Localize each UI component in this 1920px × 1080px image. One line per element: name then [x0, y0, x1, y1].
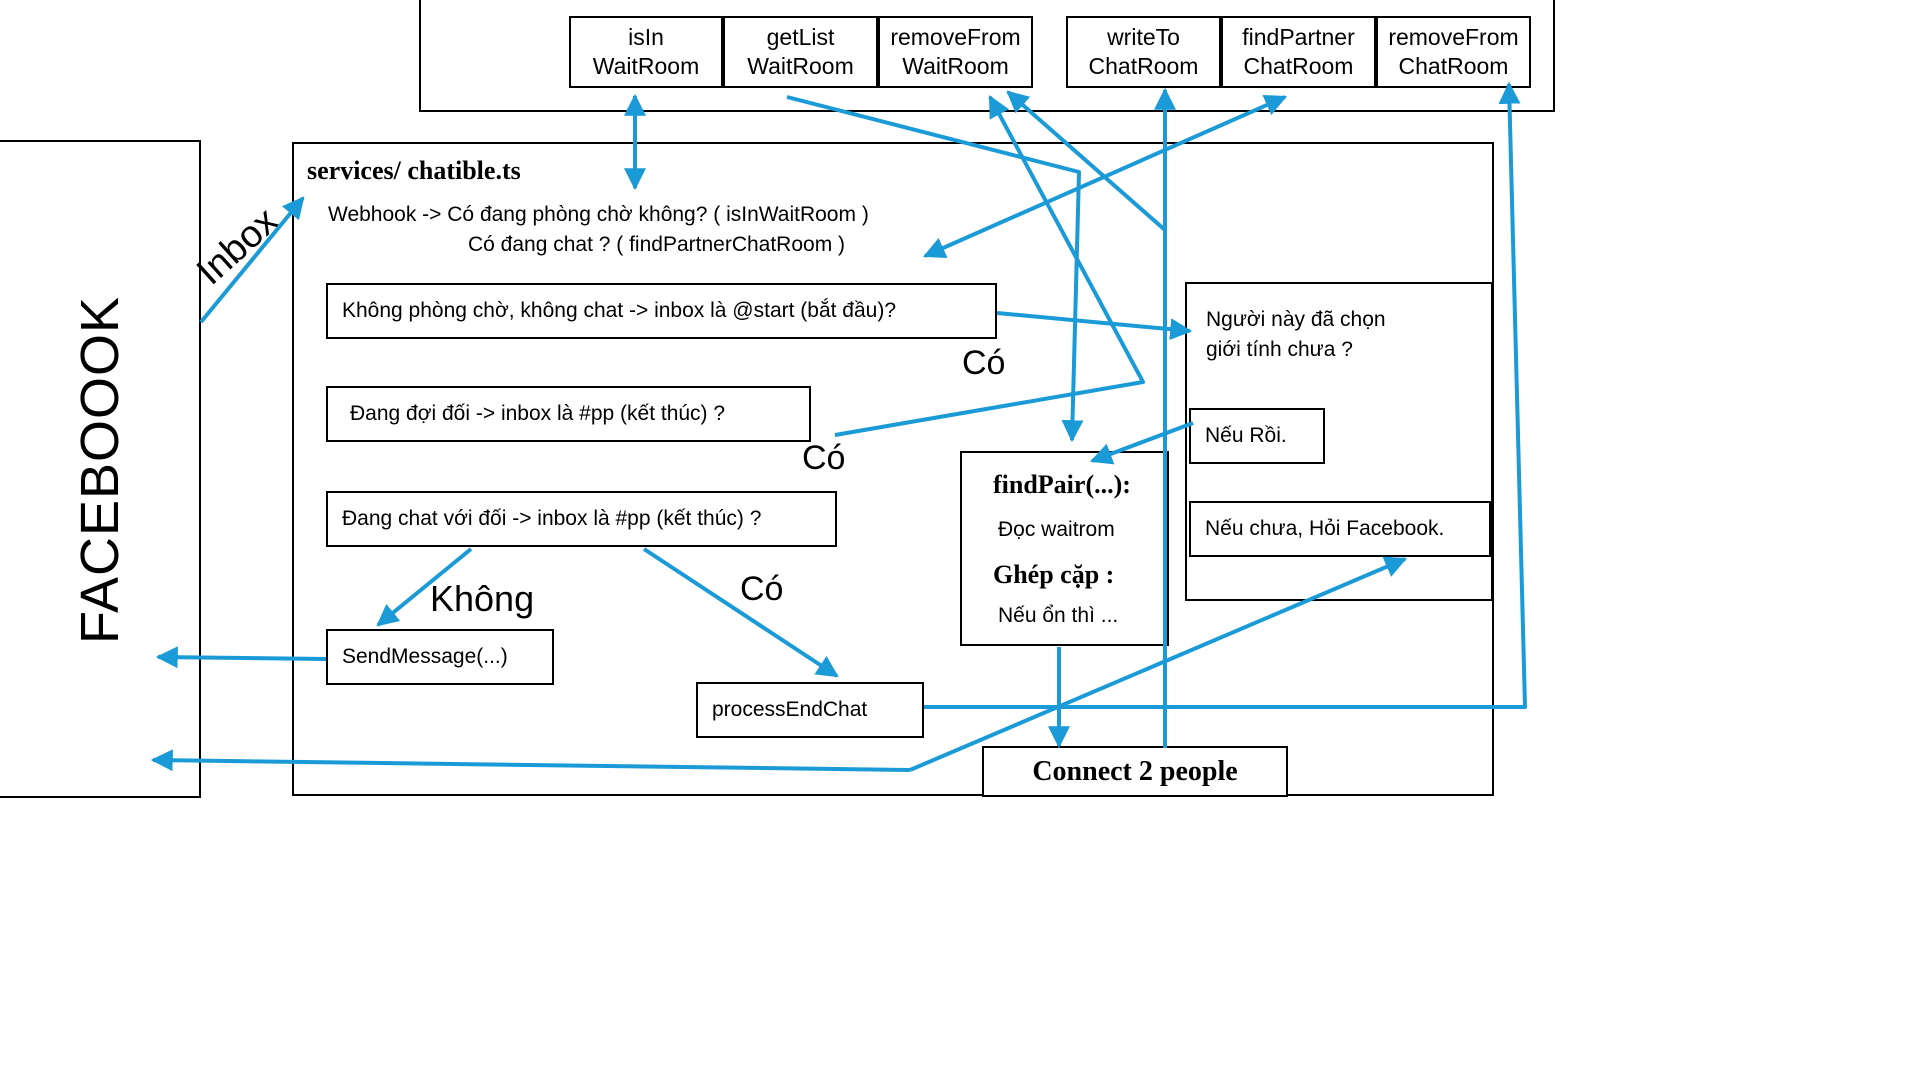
start-question-box: Không phòng chờ, không chat -> inbox là …	[326, 283, 997, 339]
find-pair-line-1: Đọc waitrom	[998, 518, 1115, 541]
fn-line2: ChatRoom	[1088, 53, 1199, 79]
find-partner-chat-room-box: findPartner ChatRoom	[1221, 16, 1376, 88]
chatting-question: Đang chat với đối -> inbox là #pp (kết t…	[342, 507, 762, 530]
find-pair-subtitle: Ghép cặp :	[993, 560, 1115, 589]
process-end-chat-box: processEndChat	[696, 682, 924, 738]
get-list-wait-room-box: getList WaitRoom	[723, 16, 878, 88]
waiting-question: Đang đợi đối -> inbox là #pp (kết thúc) …	[350, 402, 726, 425]
chatting-question-box: Đang chat với đối -> inbox là #pp (kết t…	[326, 491, 837, 547]
is-in-wait-room-box: isIn WaitRoom	[569, 16, 723, 88]
fn-line2: ChatRoom	[1398, 53, 1509, 79]
remove-from-chat-room-box: removeFrom ChatRoom	[1376, 16, 1531, 88]
process-end-chat: processEndChat	[712, 698, 868, 721]
waiting-question-box: Đang đợi đối -> inbox là #pp (kết thúc) …	[326, 386, 811, 442]
fn-line2: ChatRoom	[1243, 53, 1354, 79]
connect-label: Connect 2 people	[1032, 755, 1238, 787]
fn-line1: removeFrom	[1388, 24, 1519, 50]
send-message: SendMessage(...)	[342, 645, 508, 668]
facebook-frame	[0, 140, 201, 798]
fn-line2: WaitRoom	[902, 53, 1009, 79]
remove-from-wait-room-box: removeFrom WaitRoom	[878, 16, 1033, 88]
service-title: services/ chatible.ts	[307, 156, 521, 185]
send-message-box: SendMessage(...)	[326, 629, 554, 685]
gender-question-line-2: giới tính chưa ?	[1206, 338, 1353, 361]
yes-edge-label-3: Có	[740, 570, 784, 608]
fn-line1: findPartner	[1242, 24, 1355, 50]
yes-edge-label-1: Có	[962, 344, 1006, 382]
yes-edge-label-2: Có	[802, 439, 846, 477]
fn-line2: WaitRoom	[592, 53, 700, 79]
webhook-line-1: Webhook -> Có đang phòng chờ không? ( is…	[328, 203, 869, 226]
gender-no: Nếu chưa, Hỏi Facebook.	[1205, 517, 1445, 540]
gender-yes-box: Nếu Rồi.	[1189, 408, 1325, 464]
gender-no-box: Nếu chưa, Hỏi Facebook.	[1189, 501, 1491, 557]
no-edge-label: Không	[430, 578, 535, 619]
inbox-edge-label: Inbox	[189, 199, 287, 294]
webhook-line-2: Có đang chat ? ( findPartnerChatRoom )	[468, 233, 846, 256]
find-pair-line-2: Nếu ổn thì ...	[998, 604, 1119, 627]
find-pair-title: findPair(...):	[993, 470, 1131, 499]
fn-line2: WaitRoom	[747, 53, 854, 79]
fn-line1: removeFrom	[890, 24, 1021, 50]
fn-line1: isIn	[628, 24, 664, 50]
fn-line1: getList	[766, 24, 835, 50]
start-question: Không phòng chờ, không chat -> inbox là …	[342, 299, 897, 322]
connect-box: Connect 2 people	[982, 746, 1288, 797]
facebook-label: FACEBOOOK	[70, 295, 130, 645]
gender-question-line-1: Người này đã chọn	[1206, 308, 1386, 331]
gender-yes: Nếu Rồi.	[1205, 424, 1287, 447]
write-to-chat-room-box: writeTo ChatRoom	[1066, 16, 1221, 88]
fn-line1: writeTo	[1107, 24, 1180, 50]
